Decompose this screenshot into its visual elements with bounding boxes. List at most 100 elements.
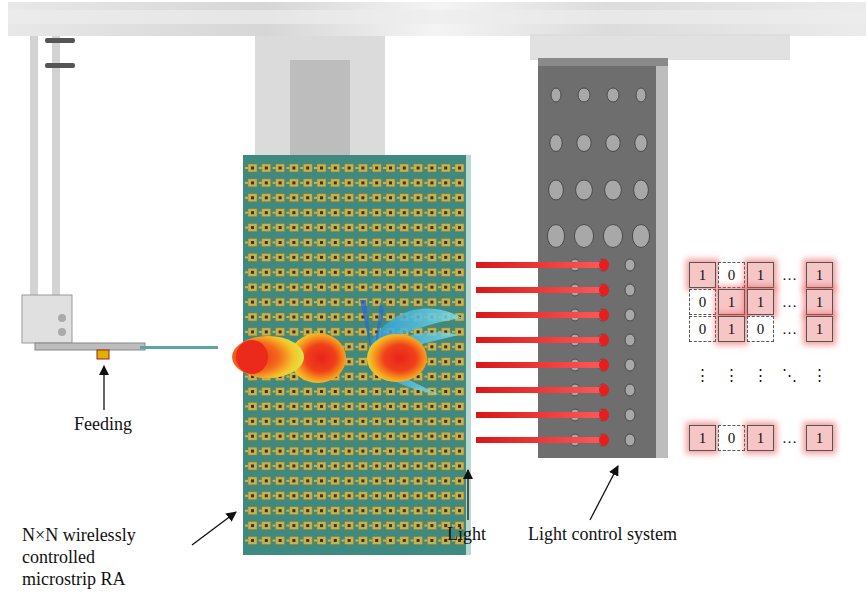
patch-element <box>245 179 257 187</box>
patch-element <box>328 522 340 530</box>
patch-element <box>259 194 271 202</box>
patch-element <box>424 343 436 351</box>
patch-element <box>245 194 257 202</box>
patch-element <box>245 239 257 247</box>
patch-element <box>328 224 340 232</box>
patch-element <box>300 507 312 515</box>
patch-element <box>397 507 409 515</box>
patch-element <box>411 537 423 545</box>
patch-element <box>397 477 409 485</box>
table-cell: … <box>776 289 803 315</box>
light-ray <box>476 309 609 321</box>
patch-element <box>342 283 354 291</box>
patch-element <box>259 298 271 306</box>
patch-element <box>328 462 340 470</box>
table-cell: 1 <box>718 289 745 315</box>
patch-element <box>355 417 367 425</box>
light-hole <box>625 434 635 446</box>
table-cell: … <box>776 262 803 288</box>
patch-element <box>383 537 395 545</box>
patch-element <box>452 358 464 366</box>
patch-element <box>314 224 326 232</box>
patch-element <box>383 179 395 187</box>
patch-element <box>383 388 395 396</box>
light-ray <box>476 334 609 346</box>
patch-element <box>342 432 354 440</box>
table-cell: … <box>776 425 803 451</box>
patch-element <box>369 507 381 515</box>
patch-element <box>314 432 326 440</box>
patch-element <box>452 283 464 291</box>
patch-element <box>314 402 326 410</box>
patch-element <box>369 537 381 545</box>
patch-element <box>273 313 285 321</box>
patch-element <box>342 328 354 336</box>
patch-element <box>259 224 271 232</box>
patch-element <box>342 447 354 455</box>
patch-element <box>452 492 464 500</box>
patch-element <box>355 209 367 217</box>
table-cell: 0 <box>718 262 745 288</box>
patch-element <box>369 253 381 261</box>
patch-element <box>245 298 257 306</box>
center-mount <box>255 36 385 161</box>
patch-element <box>314 239 326 247</box>
patch-element <box>286 253 298 261</box>
patch-element <box>383 298 395 306</box>
patch-element <box>300 432 312 440</box>
light-hole <box>547 225 564 248</box>
patch-element <box>314 313 326 321</box>
light-hole <box>598 359 608 371</box>
light-hole <box>625 259 635 271</box>
patch-element <box>438 239 450 247</box>
patch-element <box>424 522 436 530</box>
patch-element <box>369 239 381 247</box>
patch-element <box>397 537 409 545</box>
patch-element <box>342 507 354 515</box>
patch-element <box>286 522 298 530</box>
patch-element <box>424 402 436 410</box>
patch-element <box>411 417 423 425</box>
patch-element <box>328 417 340 425</box>
patch-element <box>328 179 340 187</box>
patch-element <box>259 522 271 530</box>
light-hole <box>598 434 608 446</box>
patch-element <box>273 447 285 455</box>
table-cell: 1 <box>689 262 716 288</box>
light-hole <box>598 384 608 396</box>
patch-element <box>300 522 312 530</box>
patch-element <box>314 209 326 217</box>
patch-element <box>328 507 340 515</box>
patch-element <box>369 179 381 187</box>
patch-element <box>342 477 354 485</box>
patch-element <box>314 522 326 530</box>
patch-element <box>286 239 298 247</box>
patch-element <box>397 388 409 396</box>
patch-element <box>369 388 381 396</box>
patch-element <box>411 492 423 500</box>
patch-element <box>438 268 450 276</box>
patch-element <box>286 417 298 425</box>
mount-bracket <box>530 34 790 60</box>
patch-element <box>245 492 257 500</box>
patch-element <box>259 283 271 291</box>
patch-element <box>438 343 450 351</box>
patch-element <box>355 537 367 545</box>
patch-element <box>383 507 395 515</box>
patch-element <box>342 239 354 247</box>
patch-element <box>259 164 271 172</box>
patch-element <box>342 402 354 410</box>
patch-element <box>286 179 298 187</box>
patch-element <box>397 179 409 187</box>
patch-element <box>273 164 285 172</box>
patch-element <box>314 477 326 485</box>
patch-element <box>342 388 354 396</box>
patch-element <box>314 462 326 470</box>
patch-element <box>355 239 367 247</box>
patch-element <box>259 313 271 321</box>
light-hole <box>625 284 635 296</box>
patch-element <box>438 224 450 232</box>
patch-element <box>397 432 409 440</box>
patch-element <box>328 313 340 321</box>
patch-element <box>273 537 285 545</box>
